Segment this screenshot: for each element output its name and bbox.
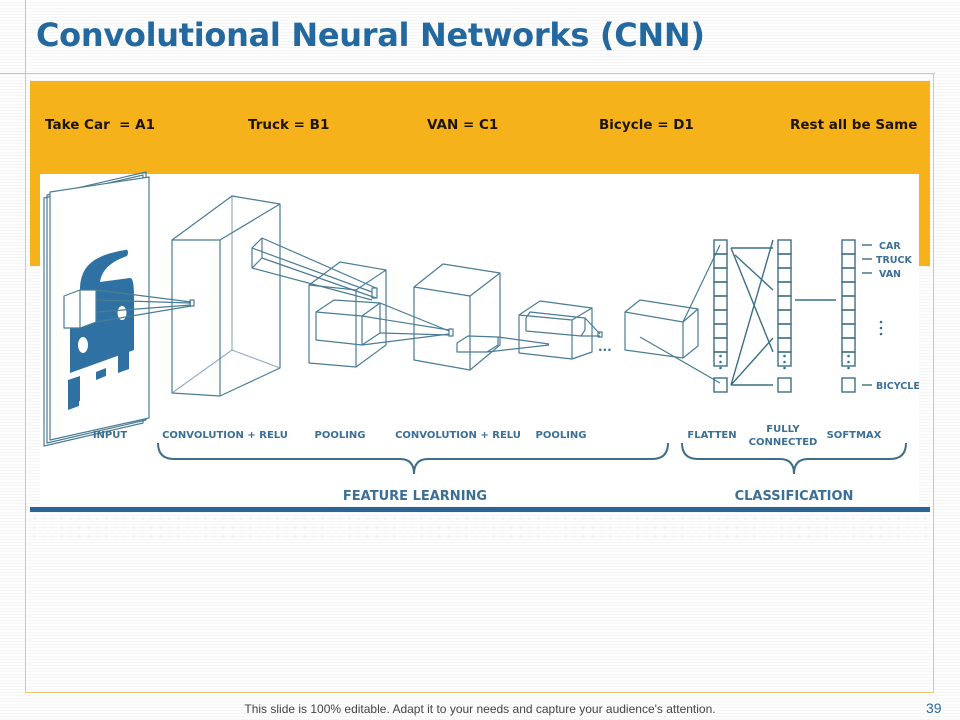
neuron-cell (713, 253, 728, 269)
stage-label-connected: CONNECTED (749, 437, 818, 448)
content-frame (25, 73, 934, 693)
neuron-cell (841, 267, 856, 283)
pool1-volume (308, 261, 454, 368)
legend-item-car: Take Car = A1 (45, 117, 155, 133)
page-number: 39 (926, 700, 942, 716)
fc-connections (730, 239, 836, 386)
legend-item-van: VAN = C1 (427, 117, 499, 133)
neuron-cell (841, 295, 856, 311)
neuron-cell (713, 281, 728, 297)
conv1-kernel (251, 237, 378, 301)
neuron-cell (841, 351, 856, 367)
neuron-cell (841, 253, 856, 269)
neuron-cell (777, 267, 792, 283)
legend-item-rest: Rest all be Same (790, 117, 918, 133)
neuron-cell (713, 351, 728, 367)
neuron-cell-last (841, 377, 856, 393)
stage-label-pool1: POOLING (314, 430, 365, 441)
output-ticks (862, 244, 872, 386)
neuron-cell (713, 267, 728, 283)
group-label-classification: CLASSIFICATION (735, 489, 854, 504)
neuron-cell (713, 309, 728, 325)
neuron-cell (841, 323, 856, 339)
column-ellipsis-dot (719, 366, 722, 370)
neuron-cell (841, 281, 856, 297)
final-volume (624, 244, 721, 384)
output-ellipsis (879, 320, 883, 336)
legend-row: Take Car = A1 Truck = B1 VAN = C1 Bicycl… (30, 81, 930, 171)
neuron-cell (841, 337, 856, 353)
softmax-column (841, 239, 856, 393)
stage-label-flatten: FLATTEN (687, 430, 736, 441)
column-ellipsis-dot (783, 354, 786, 358)
output-label-bicycle: BICYCLE (876, 381, 920, 392)
neuron-cell (841, 239, 856, 255)
group-label-feature-learning: FEATURE LEARNING (343, 489, 487, 504)
slide-footer: This slide is 100% editable. Adapt it to… (244, 702, 716, 716)
ellipsis-text: ... (598, 340, 612, 354)
neuron-cell (777, 239, 792, 255)
neuron-cell (841, 309, 856, 325)
stage-label-fully: FULLY (766, 424, 800, 435)
legend-item-bicycle: Bicycle = D1 (599, 117, 694, 133)
column-ellipsis-dot (719, 360, 722, 364)
conv2-volume (413, 263, 550, 371)
neuron-cell (777, 351, 792, 367)
input-receptive-field (63, 289, 195, 329)
stage-label-pool2: POOLING (535, 430, 586, 441)
stage-label-conv1: CONVOLUTION + RELU (162, 430, 288, 441)
column-ellipsis-dot (847, 366, 850, 370)
fully-connected-column (777, 239, 792, 393)
decor-vertical-line (25, 0, 26, 110)
stage-label-softmax: SOFTMAX (827, 430, 882, 441)
column-ellipsis-dot (783, 360, 786, 364)
neuron-cell (777, 323, 792, 339)
legend-item-truck: Truck = B1 (248, 117, 330, 133)
neuron-cell (777, 281, 792, 297)
stage-label-conv2: CONVOLUTION + RELU (395, 430, 521, 441)
neuron-cell-last (777, 377, 792, 393)
neuron-cell (713, 337, 728, 353)
classification-brace (681, 442, 907, 475)
decor-dot-grid (30, 514, 930, 544)
car-headlight-icon (78, 337, 88, 353)
neuron-cell (777, 253, 792, 269)
pool2-volume (518, 300, 603, 360)
output-label-van: VAN (879, 269, 901, 280)
neuron-cell-last (713, 377, 728, 393)
neuron-cell (713, 323, 728, 339)
neuron-cell (713, 295, 728, 311)
output-label-car: CAR (879, 241, 901, 252)
stage-label-input: INPUT (93, 430, 128, 441)
section-divider (30, 507, 930, 512)
output-label-truck: TRUCK (876, 255, 912, 266)
flatten-column (713, 239, 728, 393)
column-ellipsis-dot (847, 354, 850, 358)
neuron-cell (713, 239, 728, 255)
conv1-volume (171, 195, 281, 397)
column-ellipsis-dot (719, 354, 722, 358)
feature-learning-brace (157, 442, 669, 475)
neuron-cell (777, 337, 792, 353)
neuron-cell (777, 295, 792, 311)
column-ellipsis-dot (847, 360, 850, 364)
neuron-cell (777, 309, 792, 325)
column-ellipsis-dot (783, 366, 786, 370)
slide-title: Convolutional Neural Networks (CNN) (36, 16, 705, 54)
